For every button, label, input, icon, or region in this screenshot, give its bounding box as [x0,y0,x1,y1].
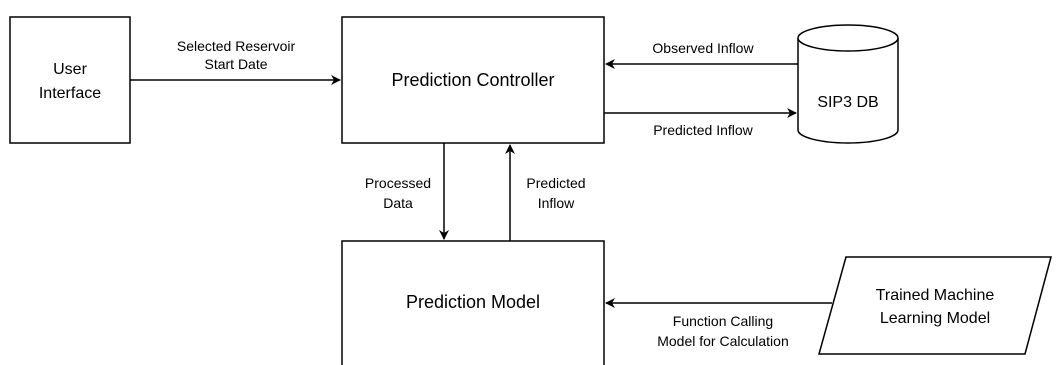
edge-controller-to-model-label-line1: Processed [365,175,431,191]
trained-model-label-line1: Trained Machine [876,287,995,304]
sip3-db-node: SIP3 DB [797,24,899,144]
edge-controller-to-db: Predicted Inflow [604,108,797,138]
edge-model-to-controller-label-line1: Predicted [526,175,585,191]
edge-model-to-controller-label-line2: Inflow [538,195,575,211]
edge-controller-to-model-label-line2: Data [383,195,413,211]
user-interface-label-line2: Interface [39,85,101,102]
edge-ui-to-controller-label-line1: Selected Reservoir [177,38,296,54]
sip3-db-label: SIP3 DB [817,94,878,111]
edge-trained-to-model: Function Calling Model for Calculation [605,298,832,349]
prediction-controller-node: Prediction Controller [341,16,605,144]
prediction-model-box [341,240,605,365]
edge-trained-to-model-label-line2: Model for Calculation [657,333,789,349]
edge-controller-to-db-label: Predicted Inflow [653,122,753,138]
sip3-db-cylinder-body [797,38,899,144]
sip3-db-cylinder-top [797,24,899,52]
user-interface-node: User Interface [9,16,131,144]
trained-model-node: Trained Machine Learning Model [818,256,1052,355]
edge-model-to-controller: Predicted Inflow [505,144,586,241]
prediction-model-node: Prediction Model [341,240,605,365]
edge-db-to-controller: Observed Inflow [605,40,798,69]
trained-model-label-line2: Learning Model [880,310,990,327]
user-interface-box [9,16,131,144]
edge-trained-to-model-label-line1: Function Calling [673,313,773,329]
edge-controller-to-model: Processed Data [365,143,449,240]
edge-ui-to-controller: Selected Reservoir Start Date [130,38,341,85]
user-interface-label-line1: User [53,61,87,78]
prediction-model-label: Prediction Model [406,292,540,312]
prediction-controller-box [341,16,605,144]
edge-db-to-controller-label: Observed Inflow [652,40,754,56]
prediction-controller-label: Prediction Controller [391,70,554,90]
edge-ui-to-controller-label-line2: Start Date [204,56,267,72]
trained-model-parallelogram [818,256,1052,355]
